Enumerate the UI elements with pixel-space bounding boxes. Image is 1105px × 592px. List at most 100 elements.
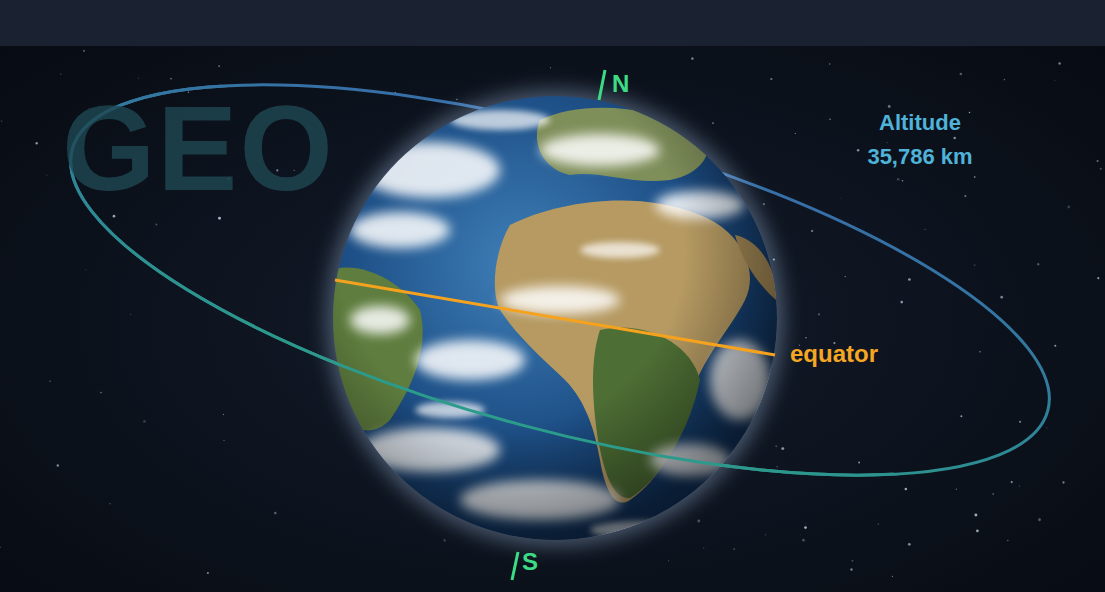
star [925,229,926,230]
star [712,122,714,124]
equator-line [335,280,775,355]
star [908,543,911,546]
star [878,523,879,524]
star [804,526,807,529]
pole-label: N [612,70,629,99]
star [1097,277,1099,279]
star [850,568,852,570]
star [691,57,694,60]
star [802,539,805,542]
star [138,77,140,79]
star [207,572,209,574]
star [799,534,801,536]
star [218,65,220,67]
star [170,78,172,80]
star [1067,205,1070,208]
star [892,576,893,577]
altitude-label: Altitude 35,786 km [850,106,990,174]
star [1004,79,1006,81]
star [223,440,224,441]
star [976,530,979,533]
star [964,195,966,197]
star [805,523,807,525]
star [1054,345,1056,347]
star [811,230,813,232]
star [770,78,772,80]
star [733,548,735,550]
star [902,180,904,182]
star [781,447,784,450]
star [57,464,59,466]
star [886,141,888,143]
star-field [0,50,1102,577]
star [143,420,146,423]
top-bar [0,0,1105,46]
star [858,462,860,464]
star [1038,518,1041,521]
star [960,73,962,75]
star [851,560,853,562]
star [1100,168,1102,170]
star [956,489,957,490]
star [46,175,47,176]
pole-label: S [522,548,538,577]
star [1054,80,1056,82]
star [109,503,110,504]
south-pole-marker [512,552,518,580]
north-pole-marker [599,70,605,100]
star [900,301,903,304]
star [550,67,551,68]
star [0,546,1,547]
star [857,149,860,152]
earth-globe [330,96,777,540]
star [829,63,830,64]
star [697,520,700,523]
earth-glow [327,90,783,546]
star [1000,296,1003,299]
star [130,313,132,315]
star [274,512,277,515]
equator-label: equator [790,340,878,369]
star [974,176,976,178]
star [1,120,3,122]
star [818,313,820,315]
star [223,414,224,415]
star [1007,540,1009,542]
star [83,50,85,52]
star [908,278,911,281]
star [1011,481,1013,483]
star [35,142,37,144]
star [155,224,157,226]
star [888,105,891,108]
star [845,276,846,277]
star [1019,421,1021,423]
star [776,466,777,467]
star [1096,160,1098,162]
star [100,392,102,394]
star [897,178,900,181]
watermark: GEO [62,88,335,208]
star [703,547,705,549]
orbit-ellipse-front [33,4,1086,555]
star [1019,485,1020,486]
star [969,112,970,113]
star [775,445,777,447]
star [953,137,956,140]
star [668,560,669,561]
star [1058,62,1060,64]
star [992,493,994,495]
star [840,198,842,200]
star [456,99,457,100]
star [49,381,50,382]
star [1062,481,1064,483]
star [1037,263,1039,265]
orbit-ellipse-back [33,4,1086,555]
star [829,118,831,120]
star [443,539,446,542]
star [974,264,975,265]
star [905,488,907,490]
star [765,534,766,535]
star [60,74,61,75]
star [763,203,765,205]
